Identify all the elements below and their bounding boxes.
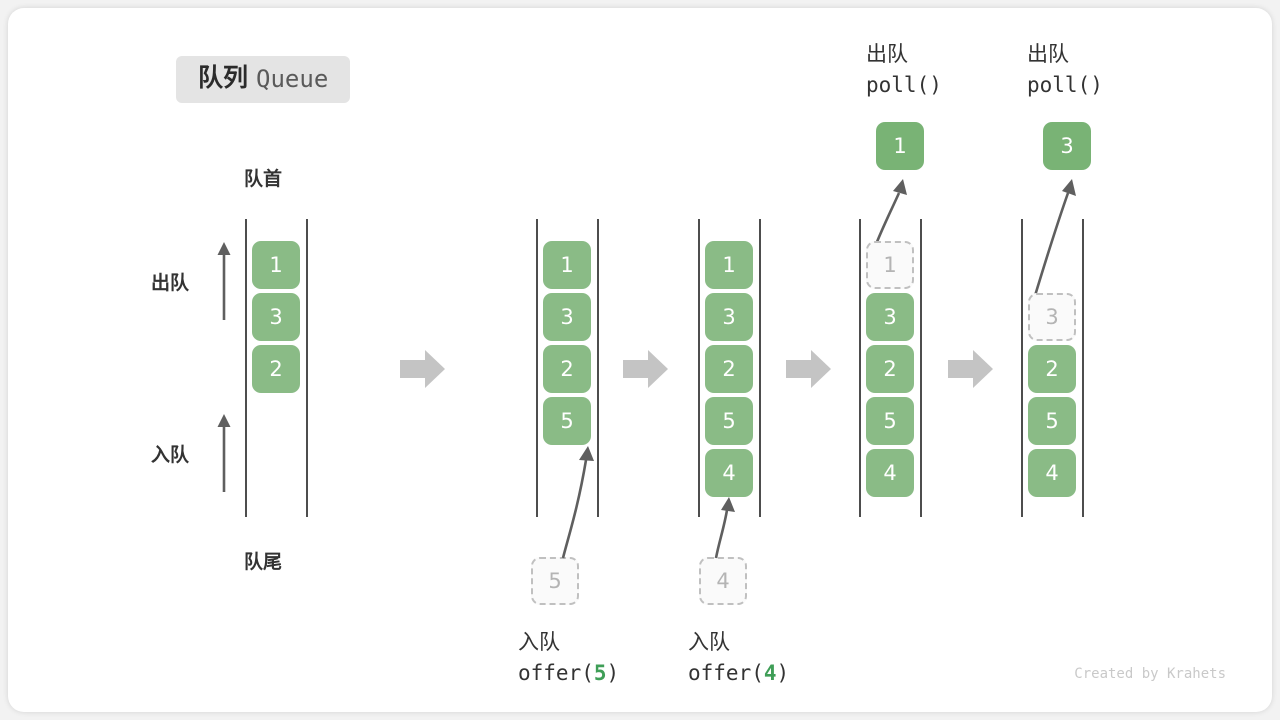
queue-rail-right bbox=[759, 219, 761, 517]
queue-cell: 3 bbox=[866, 293, 914, 341]
queue-cell: 4 bbox=[866, 449, 914, 497]
dequeue-curved-arrow-icon bbox=[1032, 179, 1076, 300]
queue-rail-left bbox=[245, 219, 247, 517]
incoming-ghost-cell: 5 bbox=[531, 557, 579, 605]
queue-cell: 3 bbox=[543, 293, 591, 341]
queue-cell: 4 bbox=[705, 449, 753, 497]
queue-rail-right bbox=[1082, 219, 1084, 517]
caption-code-head: offer( bbox=[688, 661, 764, 686]
queue-cell-ghost: 1 bbox=[866, 241, 914, 289]
queue-cell: 5 bbox=[866, 397, 914, 445]
queue-rail-left bbox=[859, 219, 861, 517]
queue-rail-right bbox=[920, 219, 922, 517]
caption-code-tail: ) bbox=[776, 661, 790, 686]
queue-cell-ghost: 3 bbox=[1028, 293, 1076, 341]
popped-cell: 1 bbox=[876, 122, 924, 170]
caption-code: poll() bbox=[1027, 73, 1103, 98]
label-queue-tail: 队尾 bbox=[244, 552, 283, 573]
transition-arrow-icon bbox=[400, 350, 445, 388]
credit-text: Created by Krahets bbox=[1074, 666, 1226, 682]
popped-cell: 3 bbox=[1043, 122, 1091, 170]
dequeue-curved-arrow-icon bbox=[873, 179, 907, 248]
queue-rail-left bbox=[1021, 219, 1023, 517]
caption-code-tail: ) bbox=[606, 661, 620, 686]
queue-cell: 1 bbox=[543, 241, 591, 289]
label-queue-head: 队首 bbox=[244, 169, 283, 190]
transition-arrow-icon bbox=[623, 350, 668, 388]
dequeue-direction-arrow-icon bbox=[217, 242, 231, 320]
queue-cell: 2 bbox=[866, 345, 914, 393]
queue-cell: 2 bbox=[252, 345, 300, 393]
label-dequeue-direction: 出队 bbox=[151, 273, 190, 294]
enqueue-curved-arrow-icon bbox=[561, 446, 594, 559]
queue-cell: 4 bbox=[1028, 449, 1076, 497]
queue-cell: 5 bbox=[1028, 397, 1076, 445]
queue-cell: 3 bbox=[705, 293, 753, 341]
caption-poll-1: 出队 poll() bbox=[866, 40, 942, 101]
caption-cn: 入队 bbox=[518, 631, 560, 654]
incoming-ghost-cell: 4 bbox=[699, 557, 747, 605]
caption-code: poll() bbox=[866, 73, 942, 98]
enqueue-curved-arrow-icon bbox=[714, 497, 735, 559]
queue-cell: 5 bbox=[543, 397, 591, 445]
queue-cell: 3 bbox=[252, 293, 300, 341]
queue-cell: 2 bbox=[1028, 345, 1076, 393]
caption-cn: 出队 bbox=[866, 43, 908, 66]
caption-offer-4: 入队 offer(4) bbox=[688, 628, 789, 689]
title-english: Queue bbox=[256, 64, 329, 93]
queue-cell: 2 bbox=[705, 345, 753, 393]
queue-rail-right bbox=[597, 219, 599, 517]
caption-poll-3: 出队 poll() bbox=[1027, 40, 1103, 101]
caption-code-arg: 4 bbox=[763, 661, 777, 686]
caption-code-head: offer( bbox=[518, 661, 594, 686]
queue-cell: 2 bbox=[543, 345, 591, 393]
enqueue-direction-arrow-icon bbox=[217, 414, 231, 492]
queue-rail-left bbox=[536, 219, 538, 517]
caption-code: offer(5) bbox=[518, 658, 619, 688]
title-chinese: 队列 bbox=[198, 64, 249, 92]
caption-code: offer(4) bbox=[688, 658, 789, 688]
caption-offer-5: 入队 offer(5) bbox=[518, 628, 619, 689]
caption-cn: 出队 bbox=[1027, 43, 1069, 66]
transition-arrow-icon bbox=[786, 350, 831, 388]
caption-cn: 入队 bbox=[688, 631, 730, 654]
queue-cell: 5 bbox=[705, 397, 753, 445]
transition-arrow-icon bbox=[948, 350, 993, 388]
label-enqueue-direction: 入队 bbox=[151, 445, 190, 466]
queue-rail-left bbox=[698, 219, 700, 517]
queue-rail-right bbox=[306, 219, 308, 517]
caption-code-arg: 5 bbox=[593, 661, 607, 686]
queue-cell: 1 bbox=[705, 241, 753, 289]
queue-cell: 1 bbox=[252, 241, 300, 289]
